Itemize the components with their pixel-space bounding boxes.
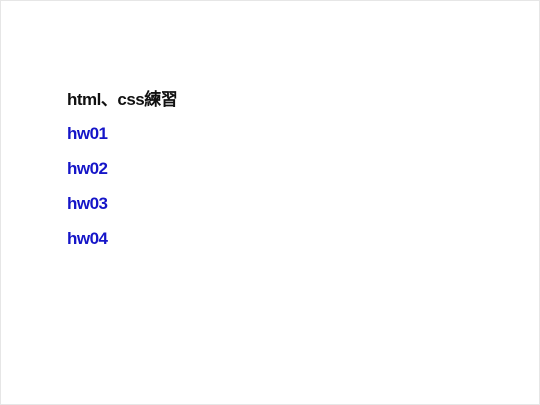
list-item: hw04 xyxy=(67,228,177,263)
list-item: hw01 xyxy=(67,123,177,158)
homework-link-list: hw01 hw02 hw03 hw04 xyxy=(67,123,177,263)
main-content: html、css練習 hw01 hw02 hw03 hw04 xyxy=(67,87,178,263)
list-item: hw02 xyxy=(67,158,177,193)
link-hw02[interactable]: hw02 xyxy=(67,159,108,178)
link-hw01[interactable]: hw01 xyxy=(67,124,108,143)
page-title: html、css練習 xyxy=(67,90,178,109)
list-item: hw03 xyxy=(67,193,177,228)
link-hw04[interactable]: hw04 xyxy=(67,229,108,248)
link-hw03[interactable]: hw03 xyxy=(67,194,108,213)
